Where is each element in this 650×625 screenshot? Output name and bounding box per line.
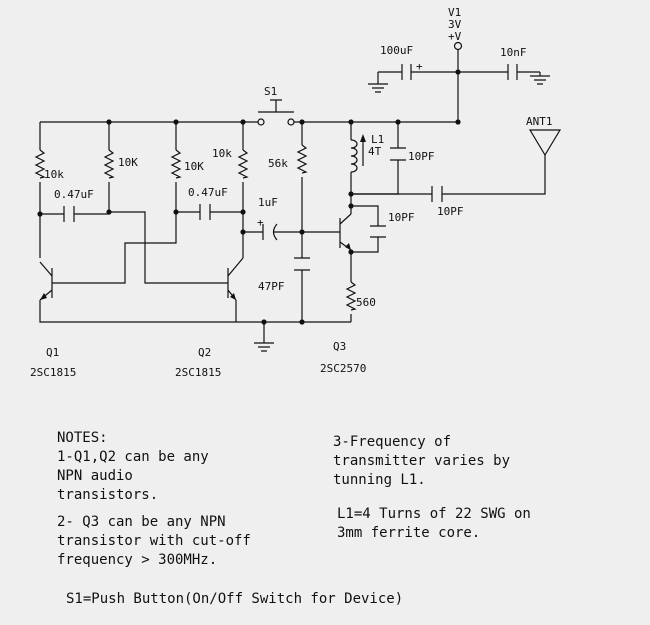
v1-terminal [453, 41, 463, 51]
switch-s1-label: S1 [264, 85, 277, 98]
notes-bottom: S1=Push Button(On/Off Switch for Device) [66, 591, 404, 607]
notes-left-2: 2- Q3 can be any NPN transistor with cut… [57, 514, 251, 568]
ground-symbols [254, 72, 550, 352]
inductor-turns-label: 4T [368, 145, 382, 158]
res-10k-b-label: 10K [118, 156, 138, 169]
q2-label: Q2 [198, 346, 211, 359]
cap-1uf-label: 1uF [258, 196, 278, 209]
switch-s1 [257, 99, 295, 126]
v1-plus-label: +V [448, 30, 462, 43]
antenna [528, 129, 562, 157]
q3-label: Q3 [333, 340, 346, 353]
capacitor-plates [63, 64, 518, 271]
notes-right-2: L1=4 Turns of 22 SWG on 3mm ferrite core… [337, 506, 531, 541]
q1-label: Q1 [46, 346, 59, 359]
resistors [34, 144, 357, 311]
transistor-q3 [339, 213, 352, 251]
notes-left: NOTES: 1-Q1,Q2 can be any NPN audio tran… [57, 430, 209, 503]
q3-part-label: 2SC2570 [320, 362, 366, 375]
transistor-q2 [220, 257, 244, 301]
res-10k-c-label: 10K [184, 160, 204, 173]
cap-10nf-label: 10nF [500, 46, 527, 59]
cap-10pf-ce-label: 10PF [388, 211, 415, 224]
res-10k-a-label: 10k [44, 168, 64, 181]
cap-47pf-label: 47PF [258, 280, 285, 293]
res-560-label: 560 [356, 296, 376, 309]
res-56k-label: 56k [268, 157, 288, 170]
q1-part-label: 2SC1815 [30, 366, 76, 379]
v1-label: V1 [448, 6, 461, 19]
antenna-label: ANT1 [526, 115, 553, 128]
junction-dots [37, 69, 461, 325]
cap-100uf-label: 100uF [380, 44, 413, 57]
wires [39, 50, 546, 343]
cap-047-b-label: 0.47uF [188, 186, 228, 199]
res-10k-d-label: 10k [212, 147, 232, 160]
transistor-q1 [39, 261, 60, 301]
inductor-l1-label: L1 [371, 133, 384, 146]
cap-10pf-tank-label: 10PF [408, 150, 435, 163]
q2-part-label: 2SC1815 [175, 366, 221, 379]
inductor-l1 [350, 134, 366, 173]
cap-1uf-plus: + [257, 216, 264, 229]
cap-10pf-ant-label: 10PF [437, 205, 464, 218]
cap-047-a-label: 0.47uF [54, 188, 94, 201]
notes-right: 3-Frequency of transmitter varies by tun… [333, 434, 511, 488]
v1-voltage-label: 3V [448, 18, 462, 31]
cap-100uf-plus: + [416, 60, 423, 73]
